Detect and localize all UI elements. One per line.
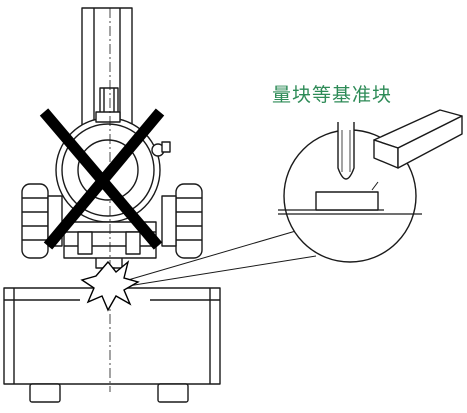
microscope-column <box>81 7 133 129</box>
callout-label: 量块等基准块 <box>272 84 393 106</box>
magnifier-callout <box>278 122 422 263</box>
spark-burst-icon <box>80 260 140 312</box>
left-knob <box>21 183 63 259</box>
right-knob <box>161 183 203 259</box>
cross-mark-icon <box>39 108 165 250</box>
callout-leader-lines <box>127 227 317 287</box>
base-pedestal <box>3 287 221 403</box>
gauge-block-icon <box>373 109 463 169</box>
